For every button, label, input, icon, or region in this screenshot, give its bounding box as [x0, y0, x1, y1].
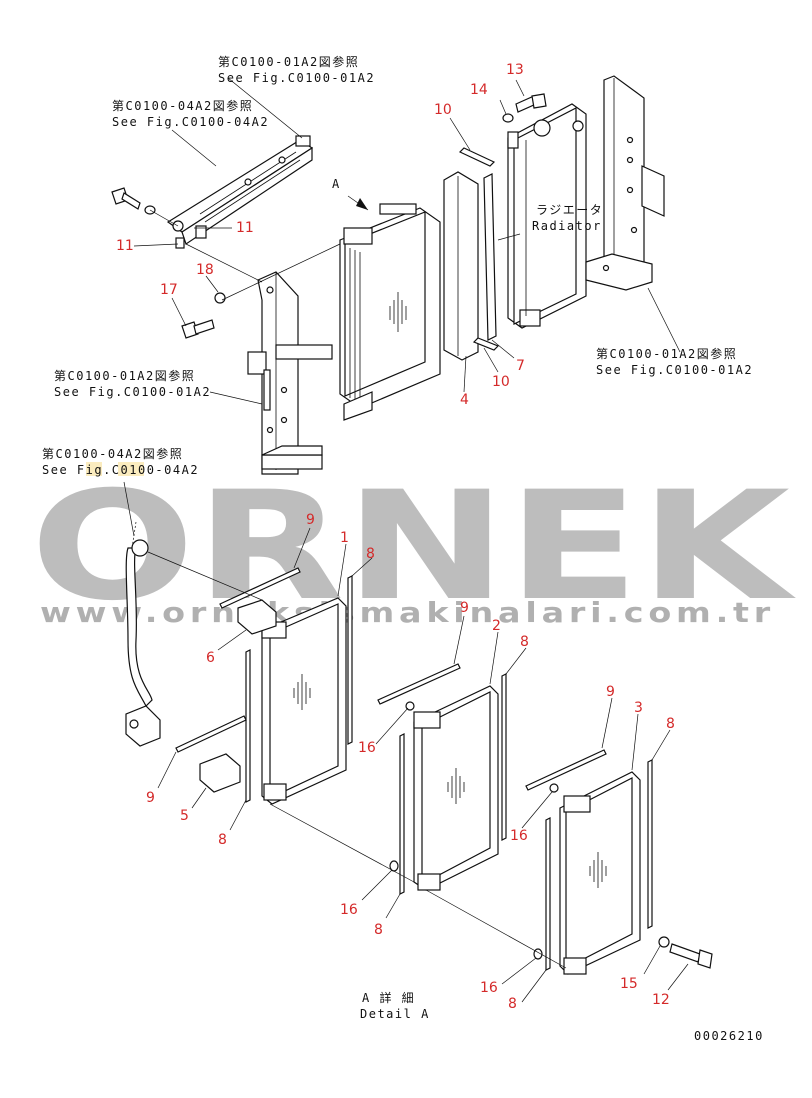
callout-8-c: 8 [520, 634, 529, 650]
ref-a2-en-top: See Fig.C0100-01A2 [218, 71, 375, 85]
callout-11-left: 11 [116, 238, 134, 254]
ref-a2-jp-right: 第C0100-01A2図参照 [596, 346, 737, 361]
seal-8-b [347, 575, 353, 745]
ref-b2-jp-pipe: 第C0100-04A2図参照 [42, 446, 183, 461]
callout-12: 12 [652, 992, 670, 1008]
callout-10-top: 10 [434, 102, 452, 118]
upper-stay-bracket [166, 135, 314, 245]
callout-5: 5 [180, 808, 189, 824]
reference-notes: 第C0100-01A2図参照 See Fig.C0100-01A2 第C0100… [42, 54, 764, 1043]
callout-16-b: 16 [340, 902, 358, 918]
watermark-brand: ORNEK [30, 460, 796, 634]
callout-8-d: 8 [374, 922, 383, 938]
seal-10-bottom [472, 337, 500, 351]
core-assembly-upper [339, 195, 441, 421]
callout-6: 6 [206, 650, 215, 666]
bolt-13 [515, 93, 547, 113]
callout-16-a: 16 [358, 740, 376, 756]
ref-b2-jp-top: 第C0100-04A2図参照 [112, 98, 253, 113]
radiator-body [507, 103, 587, 329]
callout-7: 7 [516, 358, 525, 374]
ref-a2-en-right: See Fig.C0100-01A2 [596, 363, 753, 377]
ref-b2-en-top: See Fig.C0100-04A2 [112, 115, 269, 129]
core-3 [559, 771, 641, 975]
callout-13: 13 [506, 62, 524, 78]
view-letter: A [332, 177, 340, 191]
bolt-17 [181, 319, 215, 339]
washer-15 [658, 936, 670, 948]
seal-8-a [245, 649, 251, 803]
core-2 [413, 685, 499, 891]
bolt-upper-left [111, 187, 156, 215]
callout-9-a: 9 [306, 512, 315, 528]
drawing-number: 00026210 [694, 1029, 764, 1043]
callout-11-right: 11 [236, 220, 254, 236]
bracket-5 [199, 753, 241, 793]
callout-14: 14 [470, 82, 488, 98]
callout-numbers: 13 14 10 11 11 18 17 7 10 4 9 1 8 9 2 8 … [116, 62, 675, 1012]
seal-9-c [377, 663, 461, 705]
ref-a2-jp-top: 第C0100-01A2図参照 [218, 54, 359, 69]
seal-8-f [647, 759, 653, 929]
seal-9-b [175, 715, 247, 753]
callout-16-c: 16 [510, 828, 528, 844]
callout-2: 2 [492, 618, 501, 634]
leader-lines [123, 77, 689, 1003]
watermark: ORNEK www.orneksismakinalari.com.tr [30, 460, 796, 634]
plate-4 [443, 171, 479, 361]
ref-a2-jp-left: 第C0100-01A2図参照 [54, 368, 195, 383]
callout-8-a: 8 [366, 546, 375, 562]
seal-8-e [545, 817, 551, 971]
bolt-12 [669, 943, 713, 969]
core-1 [261, 597, 347, 805]
callout-10-bottom: 10 [492, 374, 510, 390]
callout-9-c: 9 [460, 600, 469, 616]
callout-4: 4 [460, 392, 469, 408]
seal-7 [483, 173, 497, 341]
detail-label-jp: A 詳 細 [362, 990, 415, 1005]
washer-18 [214, 292, 226, 304]
callout-16-d: 16 [480, 980, 498, 996]
spacer-11 [175, 225, 207, 249]
seal-9-d [525, 749, 607, 791]
callout-3: 3 [634, 700, 643, 716]
callout-18: 18 [196, 262, 214, 278]
callout-1: 1 [340, 530, 349, 546]
radiator-label-en: Radiator [532, 219, 602, 233]
callout-8-b: 8 [218, 832, 227, 848]
callout-9-d: 9 [606, 684, 615, 700]
pipe-assembly [125, 539, 161, 747]
callout-8-f: 8 [508, 996, 517, 1012]
ref-b2-en-pipe: See Fig.C0100-04A2 [42, 463, 199, 477]
alignment-lines [131, 209, 567, 969]
radiator-label-jp: ラジエータ [536, 203, 603, 217]
right-side-stay [585, 75, 665, 291]
seal-8-d [501, 673, 507, 841]
washer-14 [502, 113, 514, 123]
callout-17: 17 [160, 282, 178, 298]
cushion-16-c [549, 783, 559, 793]
callout-8-e: 8 [666, 716, 675, 732]
seal-9-a [219, 567, 301, 609]
callout-9-b: 9 [146, 790, 155, 806]
detail-label-en: Detail A [360, 1007, 430, 1021]
seal-8-c [399, 733, 405, 895]
seal-10-top [458, 147, 496, 167]
ref-a2-en-left: See Fig.C0100-01A2 [54, 385, 211, 399]
watermark-url: www.orneksismakinalari.com.tr [40, 596, 775, 629]
callout-15: 15 [620, 976, 638, 992]
left-side-stay [247, 271, 333, 475]
